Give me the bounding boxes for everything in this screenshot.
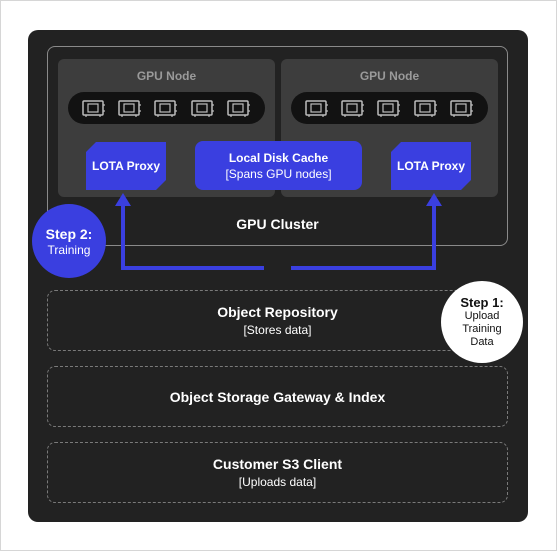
gpu-card-icon <box>154 100 178 117</box>
step-2-text: Training <box>47 242 91 257</box>
gpu-card-icon <box>118 100 142 117</box>
gpu-card-icon <box>450 100 473 117</box>
cache-title: Local Disk Cache <box>228 150 329 165</box>
gpu-card-icon <box>190 100 214 117</box>
lota-proxy-right: LOTA Proxy <box>391 142 471 190</box>
step-1-line-3: Data <box>470 336 494 348</box>
object-repository: Object Repository [Stores data] <box>47 290 508 351</box>
step-2-title: Step 2: <box>45 225 93 242</box>
gpu-card-icon <box>305 100 329 117</box>
step-1-line-1: Upload <box>464 310 500 322</box>
gpu-cluster-box <box>47 46 508 246</box>
client-title: Customer S3 Client <box>212 456 343 472</box>
gpu-card-icon <box>413 100 437 117</box>
step-1-badge: Step 1: Upload Training Data <box>441 281 523 363</box>
cache-subtitle: [Spans GPU nodes] <box>225 166 332 181</box>
gateway-title: Object Storage Gateway & Index <box>169 388 386 405</box>
customer-s3-client: Customer S3 Client [Uploads data] <box>47 442 508 503</box>
repository-title: Object Repository <box>217 304 338 320</box>
gpu-tray <box>68 92 265 124</box>
gpu-node-title: GPU Node <box>359 69 420 83</box>
repository-subtitle: [Stores data] <box>243 323 312 337</box>
client-subtitle: [Uploads data] <box>238 475 317 489</box>
step-1-title: Step 1: <box>460 295 504 310</box>
step-2-badge: Step 2: Training <box>32 204 106 278</box>
gpu-tray <box>291 92 488 124</box>
local-disk-cache: Local Disk Cache [Spans GPU nodes] <box>195 141 362 190</box>
gpu-card-icon <box>341 100 365 117</box>
gpu-card-icon <box>82 100 106 117</box>
step-1-line-2: Training <box>462 323 502 335</box>
gpu-cluster-label: GPU Cluster <box>236 216 319 232</box>
object-storage-gateway: Object Storage Gateway & Index <box>47 366 508 427</box>
lota-proxy-left: LOTA Proxy <box>86 142 166 190</box>
gpu-card-icon <box>227 100 250 117</box>
gpu-node-title: GPU Node <box>136 69 197 83</box>
gpu-card-icon <box>377 100 401 117</box>
